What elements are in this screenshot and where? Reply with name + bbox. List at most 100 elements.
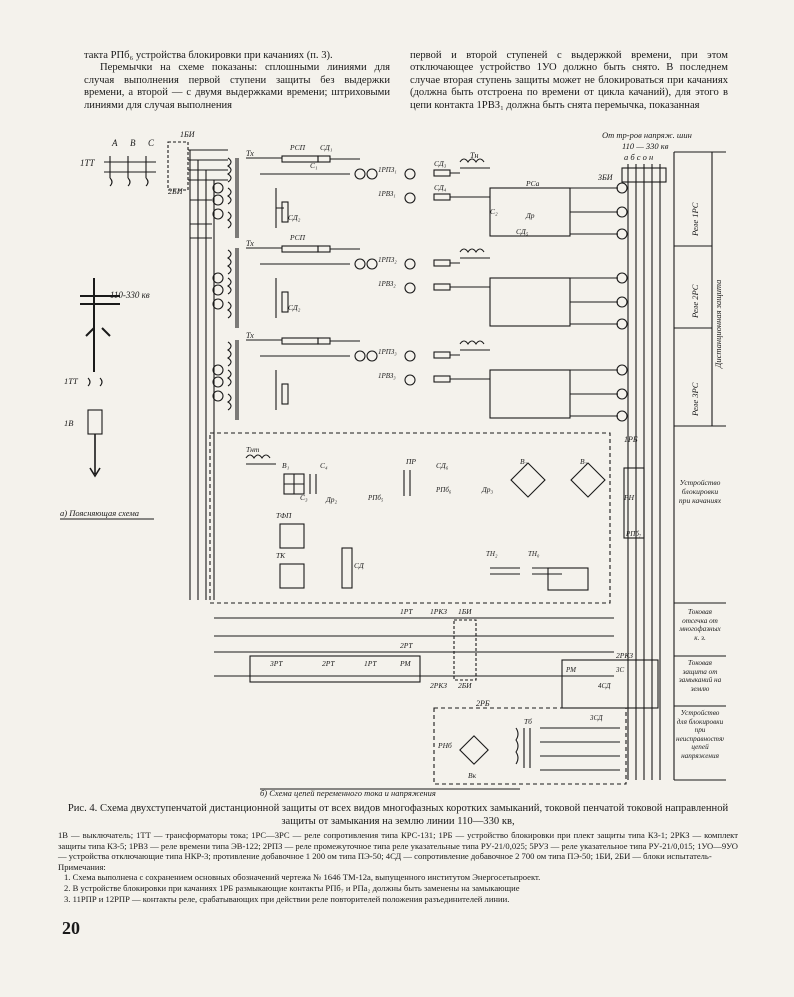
- side-label-block-box: Устройство блокировки при качаниях: [678, 478, 722, 505]
- label-3rt: 3РТ: [269, 659, 283, 668]
- side-label-distance-protection: Дистанционная защита: [713, 280, 723, 369]
- label-sd4-1: СД₄: [434, 183, 447, 192]
- label-rpb6: РПб₆: [435, 486, 452, 494]
- label-c3: С₃: [300, 493, 308, 502]
- side-label-block: Устройство блокировки при качаниях: [678, 478, 722, 505]
- label-1bi-mid: 1БИ: [458, 607, 472, 616]
- notes-header: Примечания:: [58, 861, 106, 872]
- label-sd2-1: СД₂: [288, 213, 301, 222]
- label-phase-c: C: [148, 138, 155, 148]
- label-2rkz-box: 2РКЗ: [616, 651, 633, 660]
- cutoff-and-ground: 1РТ 1РКЗ 1БИ 2РТ 3РТ 2РТ 1РТ РМ 2РКЗ 2БИ…: [214, 607, 659, 709]
- text-column-left: такта РПб₆ устройства блокировки при кач…: [84, 50, 390, 112]
- current-transformer-group: 1ТТ A B C 1БИ 2БИ: [80, 130, 228, 196]
- label-2bi-mid: 2БИ: [458, 681, 472, 690]
- relay-block-2: Тх РСП СД₂ 1РПЗ₂ 1РВЗ₂: [212, 233, 628, 330]
- figure-legend: 1В — выключатель; 1ТТ — трансформаторы т…: [58, 830, 738, 904]
- label-dr2: Др₂: [325, 495, 338, 504]
- text-column-right: первой и второй ступеней с выдержкой вре…: [410, 50, 728, 112]
- label-breaker: 1В: [64, 418, 73, 428]
- label-ct-left: 1ТТ: [64, 376, 79, 386]
- note-3: 3. 11РПР и 12РПР — контакты реле, срабат…: [64, 893, 510, 904]
- label-rm: РМ: [399, 659, 411, 668]
- label-2rb: 2РБ: [476, 699, 490, 708]
- note-2: 2. В устройстве блокировки при качаниях …: [64, 882, 520, 893]
- label-sd2-2: СД₂: [288, 303, 301, 312]
- label-sd6: СД₆: [436, 461, 449, 470]
- label-rpz-3: 1РПЗ₃: [378, 348, 397, 356]
- label-voltage-source: От тр-ров напряж. шин: [602, 130, 692, 140]
- side-label-relay-1: Реле 1РС: [690, 202, 700, 237]
- relay-block-1: Тх РСП СД₁ СД₂ С₁ 1РПЗ₁ 1РВЗ₁ СД₃ СД₄ Тн…: [190, 143, 628, 240]
- label-rsp-2: РСП: [289, 233, 306, 242]
- label-tfp: ТФП: [276, 511, 292, 520]
- label-vk: Вк: [468, 771, 477, 780]
- side-label-relay-3: Реле 3РС: [690, 382, 700, 417]
- left-wiring: [189, 150, 215, 600]
- block-device-2rb: 2РБ Тб РНб Вк 3СД: [433, 699, 627, 785]
- paragraph-left-1: такта РПб₆ устройства блокировки при кач…: [84, 50, 333, 61]
- note-1: 1. Схема выполнена с сохранением основны…: [64, 872, 541, 883]
- label-tb: Тб: [524, 717, 532, 726]
- label-1rt: 1РТ: [400, 607, 413, 616]
- label-rsp-1: РСП: [289, 143, 306, 152]
- side-panel: Реле 1РС Реле 2РС Реле 3РС Дистанционная…: [673, 151, 726, 781]
- label-rvz-2: 1РВЗ₂: [378, 280, 396, 288]
- label-rm2: РМ: [565, 666, 577, 674]
- label-rvz-3: 1РВЗ₃: [378, 372, 396, 380]
- label-c2-1: С₂: [490, 207, 498, 216]
- label-sd1-1: СД₁: [320, 143, 333, 152]
- paragraph-left-2: Перемычки на схеме показаны: сплошными л…: [84, 62, 390, 111]
- label-phase-a: A: [111, 138, 118, 148]
- label-3sd: 3СД: [589, 714, 603, 722]
- label-rpz-1: 1РПЗ₁: [378, 166, 397, 174]
- label-1rkz: 1РКЗ: [430, 607, 447, 616]
- label-tnt: Тнт: [246, 445, 260, 454]
- label-rpz-2: 1РПЗ₂: [378, 256, 397, 264]
- explanatory-schematic: 110-330 кв 1ТТ 1В а) Поясняющая схема: [60, 278, 154, 520]
- label-2rt: 2РТ: [400, 641, 413, 650]
- side-label-relay-2: Реле 2РС: [690, 284, 700, 319]
- label-tn-1: Тн: [470, 151, 478, 160]
- paragraph-right-1: первой и второй ступеней с выдержкой вре…: [410, 50, 728, 111]
- label-sd5-1: СД₅: [516, 227, 529, 236]
- label-c4: С₄: [320, 461, 328, 470]
- label-dr3: Др₃: [481, 485, 494, 494]
- label-explanatory: а) Поясняющая схема: [60, 508, 139, 518]
- label-rn: РН: [623, 493, 635, 502]
- label-voltage-range: 110 — 330 кв: [622, 141, 669, 151]
- label-v2: В₂: [520, 457, 528, 466]
- label-v3: В₃: [580, 457, 588, 466]
- label-2rkz: 2РКЗ: [430, 681, 447, 690]
- label-sd: СД: [354, 561, 365, 570]
- legend-body: 1В — выключатель; 1ТТ — трансформаторы т…: [58, 830, 738, 862]
- label-ac-circuits: б) Схема цепей переменного тока и напряж…: [260, 788, 436, 798]
- label-rsa-1: РСа: [525, 179, 540, 188]
- blocking-device: Тнт В₁ С₄ С₃ Др₂ ПР СД₆ РПб₅ РПб₆ Др₃ В₂…: [209, 432, 645, 604]
- label-3bi: 3БИ: [597, 173, 614, 182]
- label-v1: В₁: [282, 461, 290, 470]
- label-rpb5: РПб₅: [367, 494, 384, 502]
- label-bus-left: 110-330 кв: [110, 290, 150, 300]
- relay-block-3: Тх 1РПЗ₃ 1РВЗ₃: [212, 331, 628, 422]
- side-label-device-box: Устройство для блокировки при неисправно…: [676, 709, 724, 760]
- label-tn0: ТН₀: [528, 550, 540, 558]
- figure-caption: Рис. 4. Схема двухступенчатой дистанцион…: [67, 803, 729, 827]
- side-label-device: Устройство для блокировки при неисправно…: [676, 709, 724, 760]
- label-1rt-b: 1РТ: [364, 659, 377, 668]
- label-ct-top: 1ТТ: [80, 158, 96, 168]
- label-c1-1: С₁: [310, 161, 318, 170]
- label-rnb: РНб: [437, 741, 452, 750]
- label-sd3-1: СД₃: [434, 159, 447, 168]
- label-tn2: ТН₂: [486, 550, 498, 558]
- label-2bi: 2БИ: [168, 187, 184, 196]
- schematic-figure: От тр-ров напряж. шин 110 — 330 кв а б с…: [60, 130, 726, 798]
- label-tk: ТК: [276, 551, 286, 560]
- label-phases: а б с о н: [624, 152, 653, 162]
- side-label-cutoff: Токовая отсечка от многофазных к. з.: [679, 608, 721, 642]
- side-label-ground: Токовая защита от замыканий на землю: [678, 659, 722, 693]
- label-tx-2: Тх: [246, 239, 254, 248]
- label-tx-3: Тх: [246, 331, 254, 340]
- label-phase-b: B: [130, 138, 136, 148]
- label-rpb7: РПб₇: [625, 530, 642, 538]
